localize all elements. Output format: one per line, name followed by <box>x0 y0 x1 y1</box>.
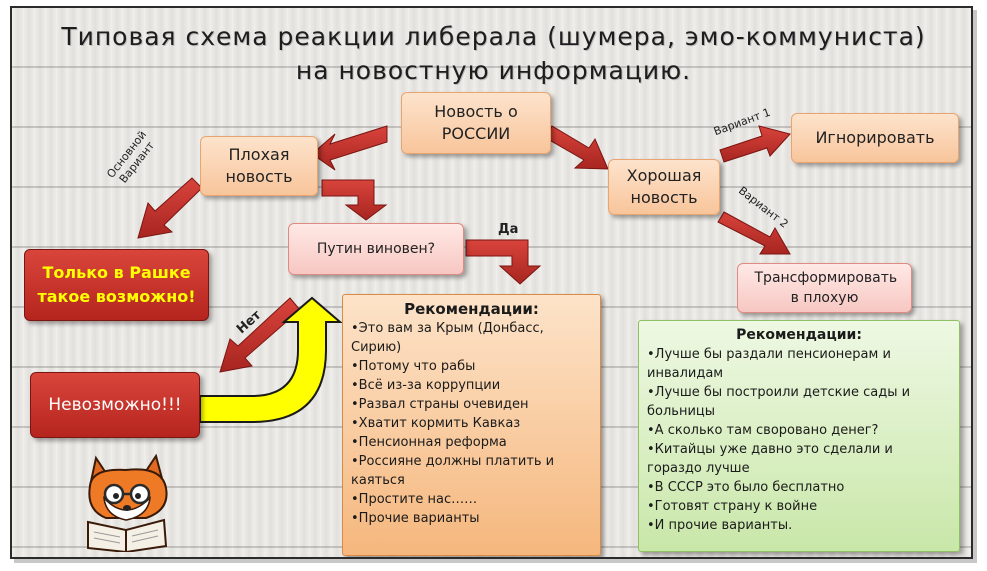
recommendation-item: Пенсионная реформа <box>351 433 592 452</box>
ignore-label: Игнорировать <box>815 128 935 147</box>
bad-news-label: Плохая новость <box>225 145 293 186</box>
recommendation-item: Лучше бы построили детские сады и больни… <box>647 383 951 421</box>
recommendations-right-panel: Рекомендации: Лучше бы раздали пенсионер… <box>638 320 960 552</box>
arrow-bad-to-only-russia <box>137 177 203 239</box>
recommendation-item: Лучше бы раздали пенсионерам и инвалидам <box>647 345 951 383</box>
ignore-box: Игнорировать <box>791 113 959 163</box>
arrow-bad-to-putin <box>321 179 388 221</box>
recommendation-item: Простите нас…… <box>351 490 592 509</box>
variant-1-label: Вариант 1 <box>712 105 773 139</box>
no-label: Нет <box>234 307 265 338</box>
recommendation-item: И прочие варианты. <box>647 516 951 535</box>
putin-guilty-label: Путин виновен? <box>316 241 436 257</box>
arrow-news-to-good <box>545 125 609 170</box>
recommendations-right-list: Лучше бы раздали пенсионерам и инвалидам… <box>647 345 951 535</box>
fox-reading-icon <box>87 453 168 552</box>
recommendation-item: Хватит кормить Кавказ <box>351 414 592 433</box>
only-in-russia-label: Только в Рашке такое возможно! <box>37 263 196 306</box>
title-line-1: Типовая схема реакции либерала (шумера, … <box>61 22 926 51</box>
recommendation-item: Готовят страну к войне <box>647 497 951 516</box>
arrow-putin-no <box>219 297 301 373</box>
putin-guilty-box: Путин виновен? <box>288 223 464 275</box>
recommendations-left-panel: Рекомендации: Это вам за Крым (Донбасс, … <box>342 294 601 556</box>
good-news-label: Хорошая новость <box>626 166 702 207</box>
impossible-box: Невозможно!!! <box>30 372 200 438</box>
recommendation-item: Потому что рабы <box>351 357 592 376</box>
recommendation-item: Это вам за Крым (Донбасс, Сирию) <box>351 319 592 357</box>
news-about-russia-box: Новость о РОССИИ <box>401 92 551 154</box>
main-variant-label: Основной Вариант <box>104 128 158 186</box>
recommendation-item: Развал страны очевиден <box>351 395 592 414</box>
recommendation-item: Россияне должны платить и каяться <box>351 452 592 490</box>
recommendation-item: Всё из-за коррупции <box>351 376 592 395</box>
title-line-2: на новостную информацию. <box>295 56 692 85</box>
recommendation-item: Прочие варианты <box>351 509 592 528</box>
recommendation-item: А сколько там своровано денег? <box>647 421 951 440</box>
only-in-russia-box: Только в Рашке такое возможно! <box>24 249 209 321</box>
bad-news-box: Плохая новость <box>200 136 318 196</box>
news-about-russia-label: Новость о РОССИИ <box>434 102 518 143</box>
transform-to-bad-box: Трансформировать в плохую <box>737 263 912 313</box>
arrow-impossible-to-putin <box>199 296 343 423</box>
transform-to-bad-label: Трансформировать в плохую <box>754 270 898 306</box>
good-news-box: Хорошая новость <box>608 159 720 215</box>
variant-2-label: Вариант 2 <box>735 184 791 231</box>
recommendations-left-list: Это вам за Крым (Донбасс, Сирию) Потому … <box>351 319 592 528</box>
arrow-putin-yes <box>465 239 542 285</box>
recommendations-left-title: Рекомендации: <box>404 300 539 318</box>
impossible-label: Невозможно!!! <box>48 395 182 415</box>
recommendations-right-title: Рекомендации: <box>736 327 862 343</box>
arrow-news-to-bad <box>311 125 388 171</box>
recommendation-item: В СССР это было бесплатно <box>647 478 951 497</box>
yes-label: Да <box>498 222 519 237</box>
diagram-frame: Типовая схема реакции либерала (шумера, … <box>10 6 973 559</box>
recommendation-item: Китайцы уже давно это сделали и гораздо … <box>647 440 951 478</box>
